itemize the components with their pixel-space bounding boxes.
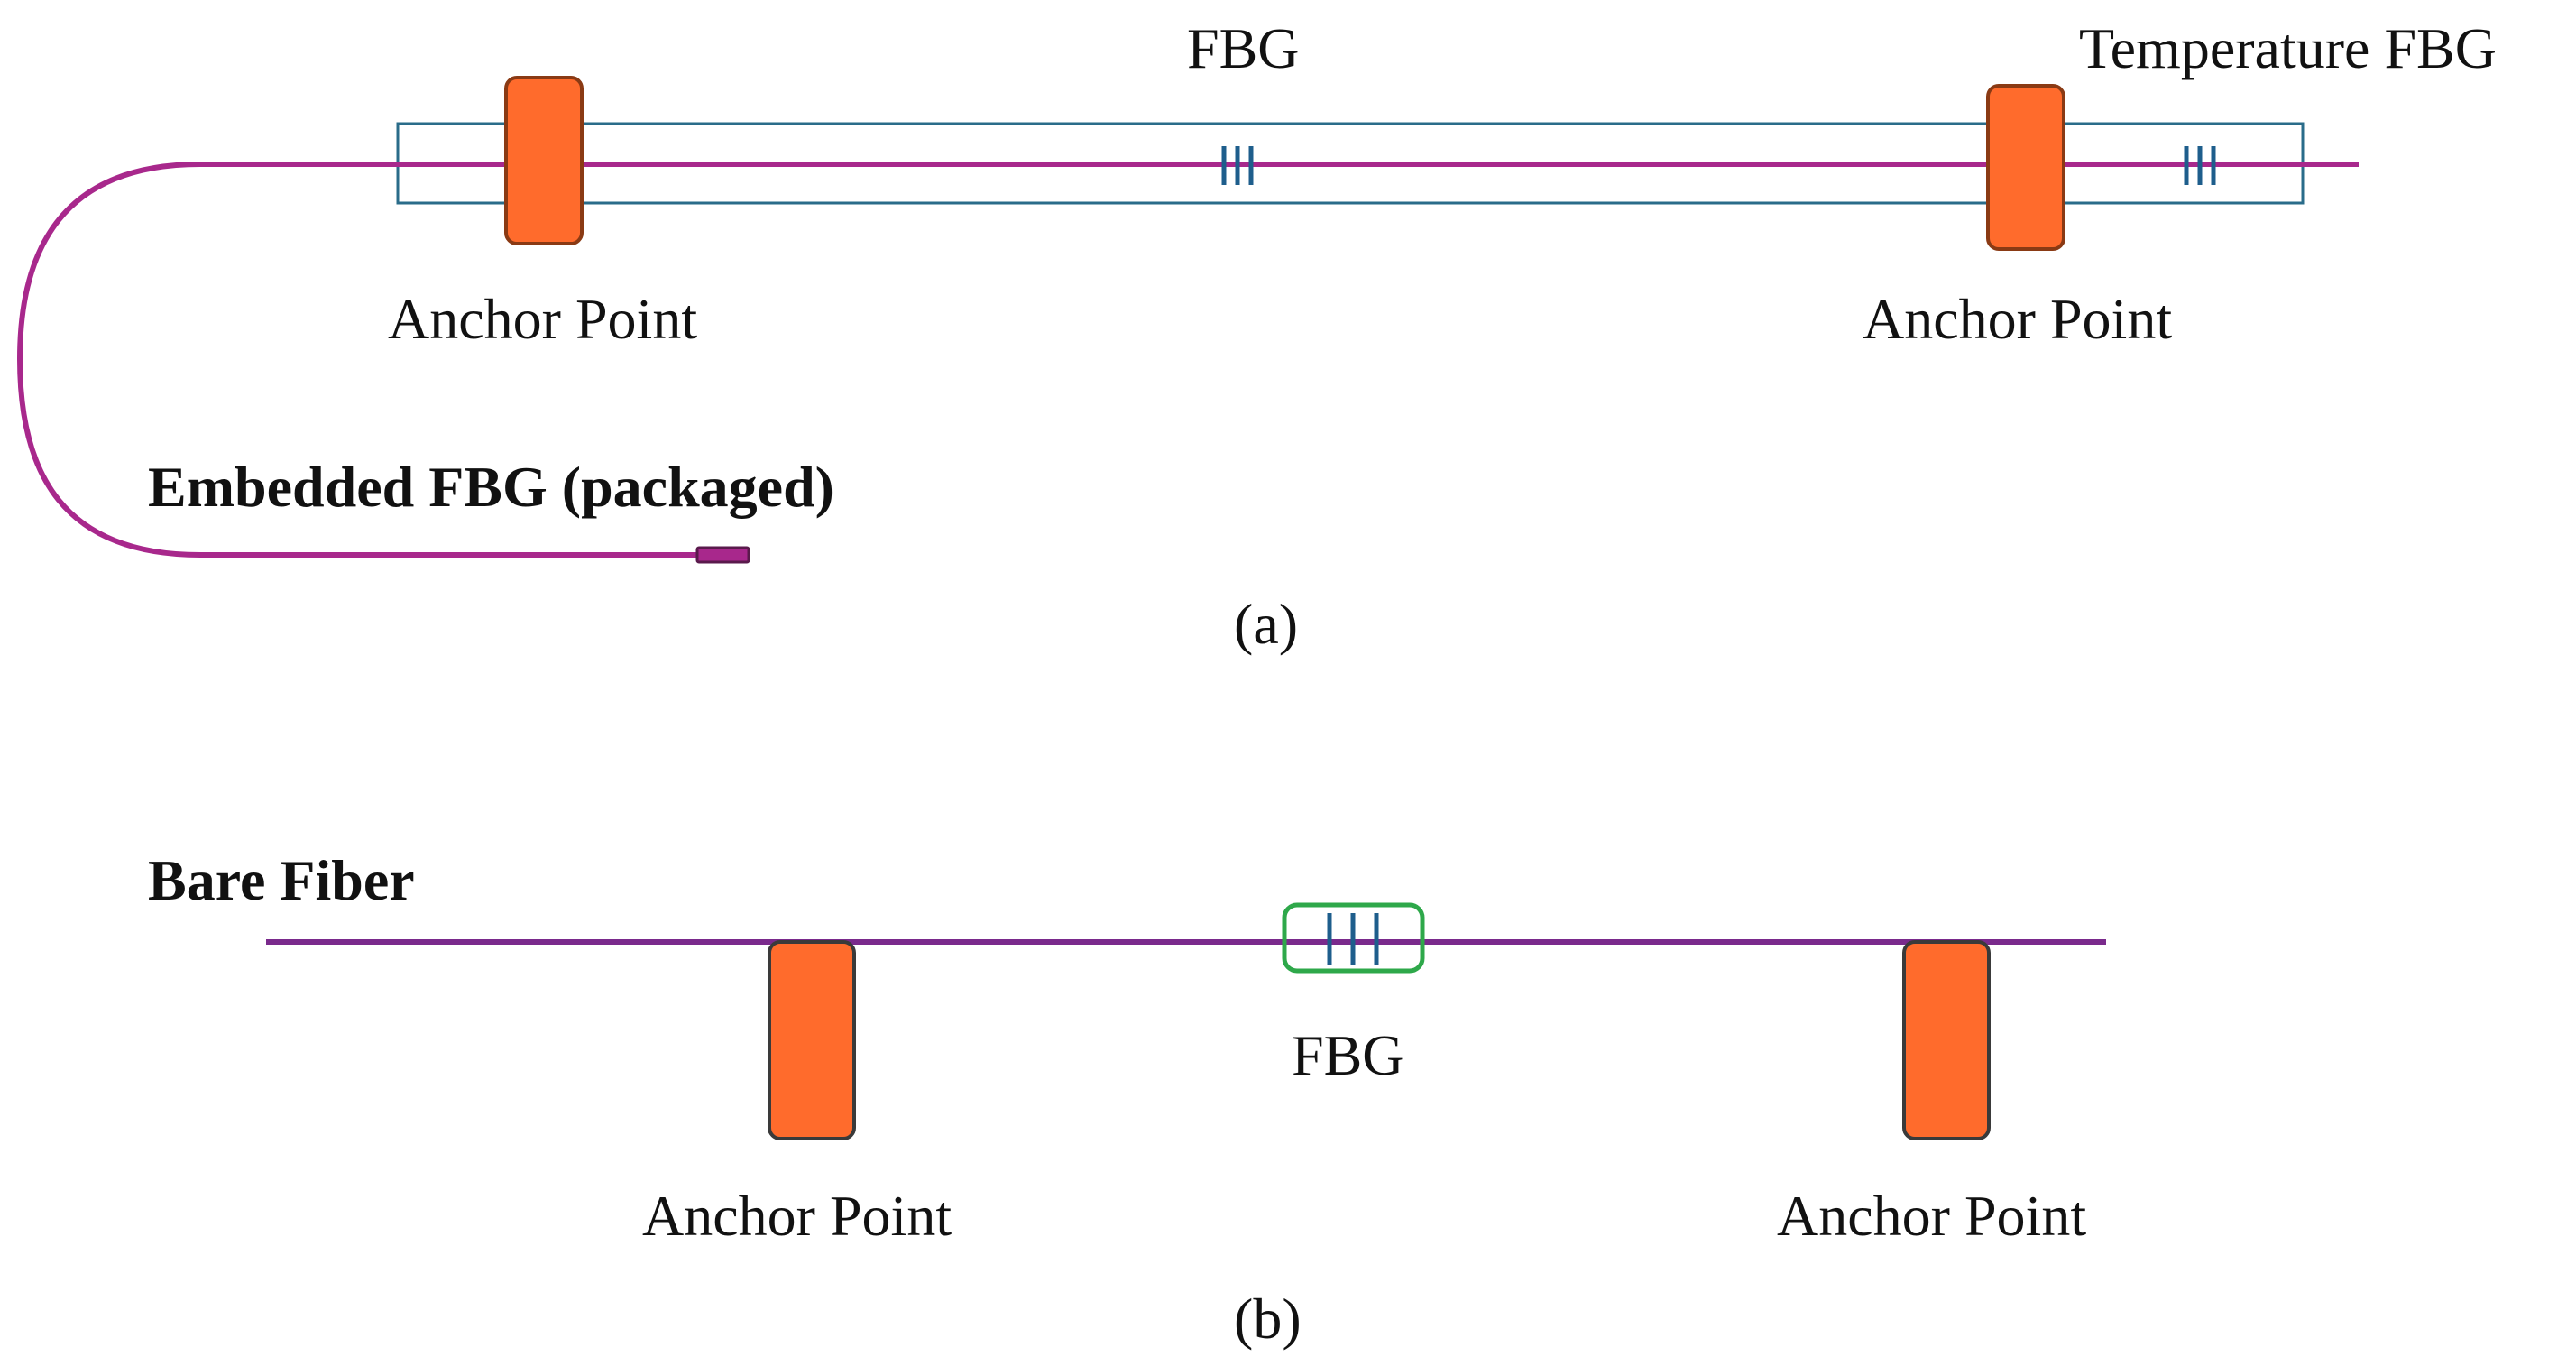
fiber-a <box>16 162 2359 558</box>
panel-b <box>266 902 2106 1140</box>
fbg-label-a: FBG <box>1187 16 1300 80</box>
fbg-box-b <box>1282 902 1425 974</box>
anchor-block-a-right <box>1986 84 2065 251</box>
strain-fbg-grating <box>1221 146 1254 185</box>
fbg-grating-b <box>1327 913 1379 965</box>
panel-a <box>16 76 2359 564</box>
anchor-point-label-b-right: Anchor Point <box>1777 1184 2087 1248</box>
fbg-label-b: FBG <box>1292 1023 1404 1087</box>
anchor-block-b-right <box>1902 940 1991 1140</box>
temperature-fbg-label: Temperature FBG <box>2079 16 2497 80</box>
anchor-point-label-a-left: Anchor Point <box>388 287 698 351</box>
anchor-point-label-a-right: Anchor Point <box>1863 287 2173 351</box>
embedded-fbg-label: Embedded FBG (packaged) <box>148 455 834 519</box>
bare-fiber-label: Bare Fiber <box>148 848 415 912</box>
anchor-block-b-left <box>768 940 856 1140</box>
caption-a: (a) <box>1234 592 1299 656</box>
anchor-block-a-left <box>504 76 584 245</box>
fiber-end-connector <box>695 546 750 564</box>
anchor-point-label-b-left: Anchor Point <box>642 1184 952 1248</box>
temperature-fbg-grating <box>2184 146 2216 185</box>
caption-b: (b) <box>1234 1287 1302 1351</box>
